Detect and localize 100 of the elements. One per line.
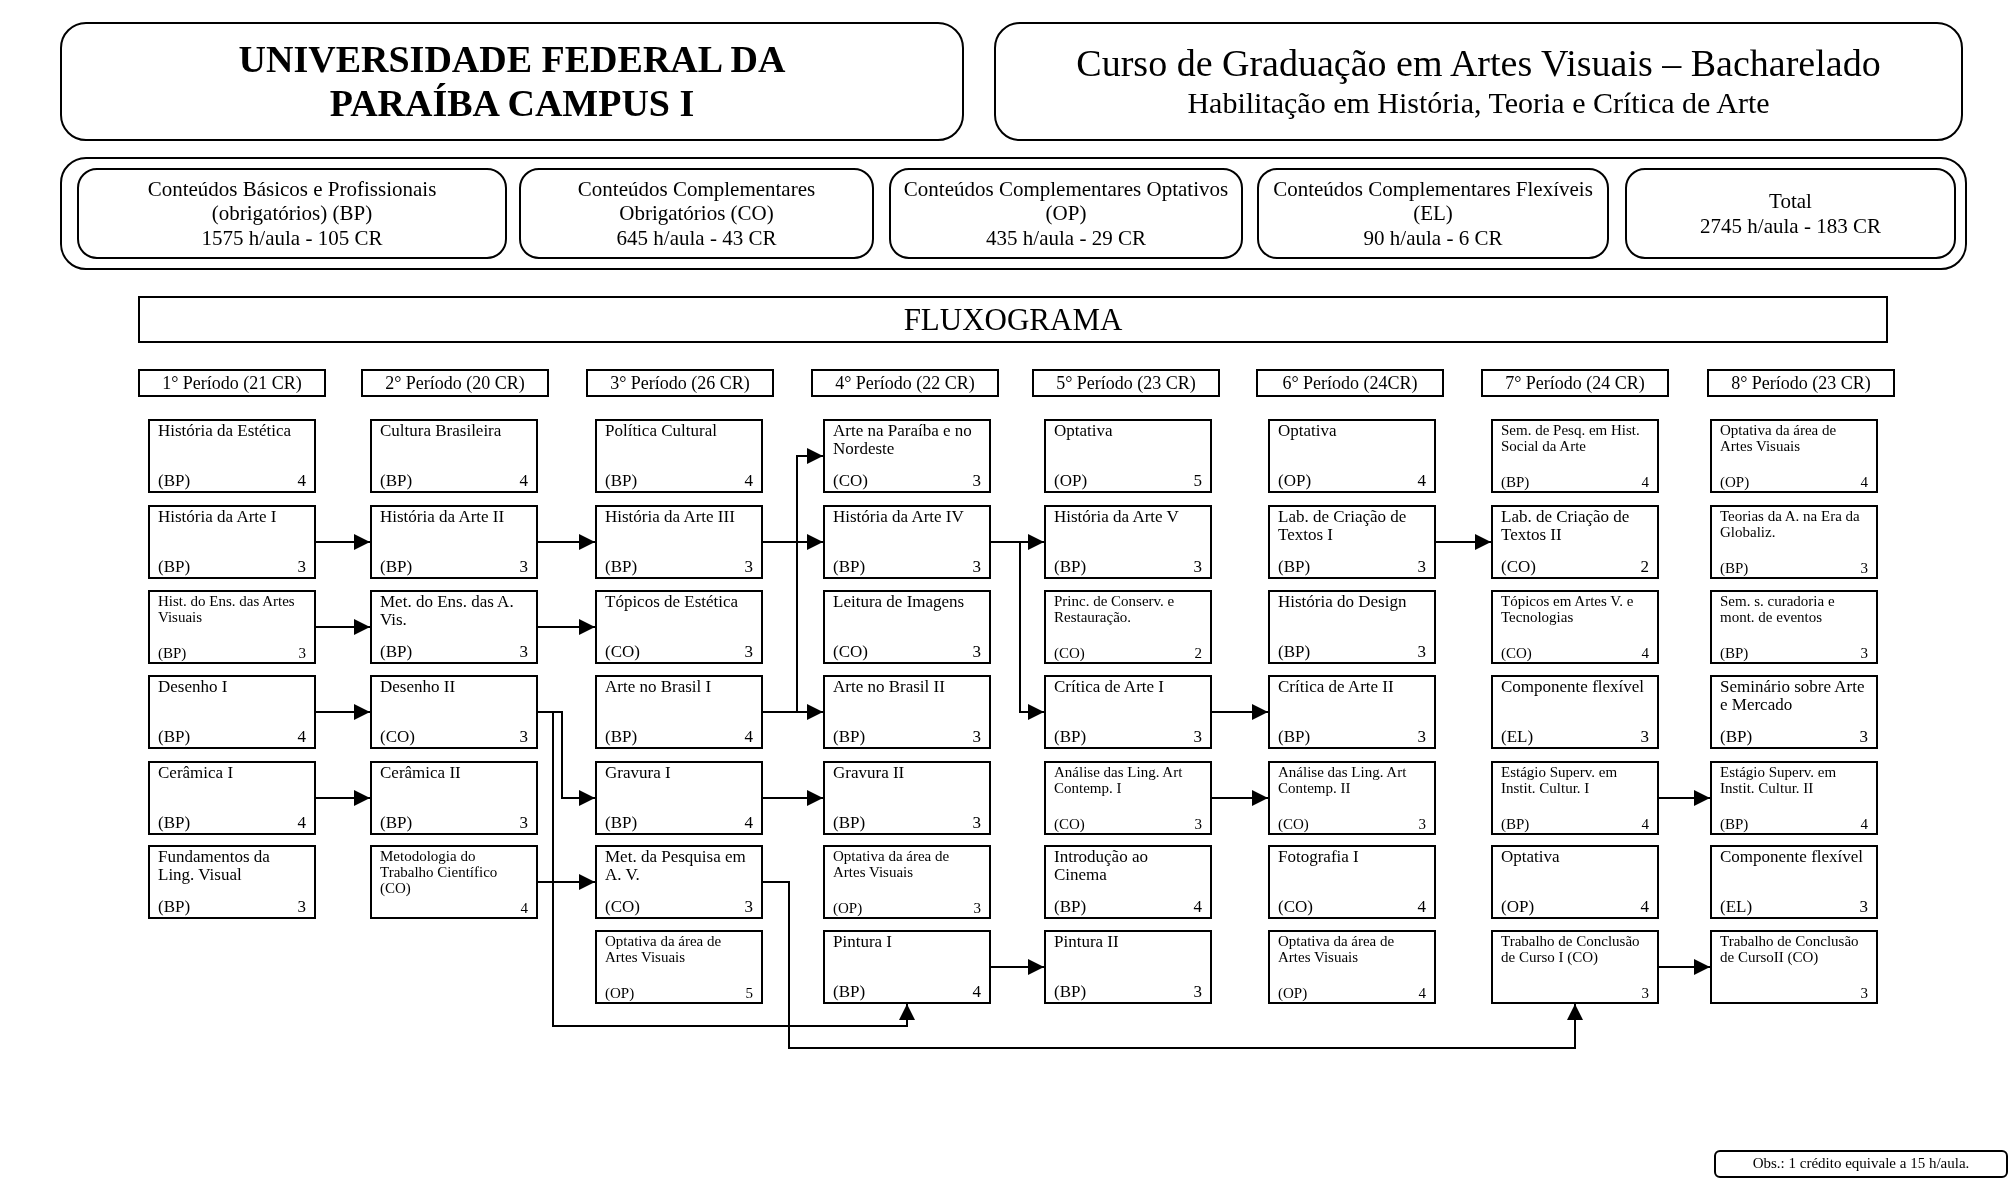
course-name: Lab. de Criação de Textos I <box>1278 508 1408 544</box>
summary-card <box>889 168 1243 259</box>
period-box <box>1032 369 1220 397</box>
course-type: (CO) <box>833 643 868 661</box>
course-type: (BP) <box>1720 728 1753 746</box>
course-type: (BP) <box>1720 645 1749 661</box>
course-name: Pintura I <box>833 933 894 951</box>
course-box <box>370 419 538 493</box>
course-box <box>595 845 763 919</box>
credit-count: 2 <box>1640 558 1649 576</box>
arrow <box>1211 704 1269 720</box>
course-name: Optativa <box>1278 422 1338 440</box>
arrow <box>1435 534 1492 550</box>
header-box <box>60 22 964 141</box>
credit-count: 3 <box>1193 728 1202 746</box>
course-name: História da Arte III <box>605 508 736 526</box>
course-box <box>148 675 316 749</box>
course-box <box>1491 419 1659 493</box>
period-label: 6° Período (24CR) <box>1282 372 1418 394</box>
arrow <box>990 541 1045 720</box>
course-name: Leitura de Imagens <box>833 593 966 611</box>
credit-count: 3 <box>1417 643 1426 661</box>
course-name: Teorias da A. na Era da Globaliz. <box>1720 508 1861 540</box>
course-type: (BP) <box>158 728 191 746</box>
course-name: Metodologia do Trabalho Científico (CO) <box>380 848 499 896</box>
arrow <box>762 704 824 720</box>
course-box <box>823 419 991 493</box>
course-box <box>1710 505 1878 579</box>
workload-total: 90 h/aula - 6 CR <box>1363 225 1503 250</box>
credit-count: 3 <box>519 814 528 832</box>
arrow <box>762 881 1583 1049</box>
credit-count: 4 <box>744 728 753 746</box>
course-name: Princ. de Conserv. e Restauração. <box>1054 593 1176 625</box>
arrow <box>315 534 371 550</box>
course-box <box>370 845 538 919</box>
credit-count: 5 <box>745 985 753 1001</box>
course-name: Política Cultural <box>605 422 718 440</box>
course-box <box>1710 675 1878 749</box>
arrow <box>537 534 596 550</box>
course-type: (BP) <box>1054 898 1087 916</box>
course-type: (BP) <box>158 645 187 661</box>
course-type: (BP) <box>380 472 413 490</box>
credit-count: 3 <box>519 558 528 576</box>
arrow <box>315 790 371 806</box>
course-name: Hist. do Ens. das Artes Visuais <box>158 593 296 625</box>
course-box <box>595 675 763 749</box>
course-type: (BP) <box>158 472 191 490</box>
credit-count: 3 <box>1417 558 1426 576</box>
course-name: Optativa <box>1501 848 1561 866</box>
credit-count: 4 <box>1193 898 1202 916</box>
credit-count: 3 <box>972 643 981 661</box>
course-type: (BP) <box>605 814 638 832</box>
course-type: (BP) <box>158 558 191 576</box>
credit-count: 3 <box>298 645 306 661</box>
course-type: (CO) <box>380 728 415 746</box>
credit-count: 3 <box>1860 985 1868 1001</box>
course-box <box>1710 845 1878 919</box>
course-box <box>823 505 991 579</box>
note-box <box>1714 1150 2008 1178</box>
arrow <box>537 874 596 890</box>
course-name: História da Arte V <box>1054 508 1180 526</box>
course-name: Análise das Ling. Art Contemp. I <box>1054 764 1184 796</box>
credit-count: 4 <box>1418 985 1426 1001</box>
course-box <box>1044 845 1212 919</box>
credit-count: 3 <box>1859 898 1868 916</box>
credit-count: 4 <box>297 728 306 746</box>
period-label: 3° Período (26 CR) <box>610 372 750 394</box>
course-type: (BP) <box>380 643 413 661</box>
course-box <box>1044 419 1212 493</box>
credit-count: 5 <box>1193 472 1202 490</box>
credit-count: 3 <box>519 643 528 661</box>
course-type: (OP) <box>605 985 635 1001</box>
course-type: (BP) <box>833 983 866 1001</box>
credit-count: 3 <box>744 643 753 661</box>
course-type: (BP) <box>1720 560 1749 576</box>
course-name: Cerâmica I <box>158 764 235 782</box>
workload-category: Conteúdos Básicos e Profissionais (obrigatórios) (BP) <box>146 177 438 226</box>
course-type: (BP) <box>1501 474 1530 490</box>
credit-count: 4 <box>1860 816 1868 832</box>
heading-title: UNIVERSIDADE FEDERAL DA PARAÍBA CAMPUS I <box>237 37 787 126</box>
credit-count: 3 <box>297 898 306 916</box>
course-name: Fotografia I <box>1278 848 1360 866</box>
summary-card <box>1625 168 1956 259</box>
course-name: Estágio Superv. em Instit. Cultur. II <box>1720 764 1838 796</box>
course-box <box>1268 675 1436 749</box>
course-name: Seminário sobre Arte e Mercado <box>1720 678 1866 714</box>
course-box <box>823 590 991 664</box>
course-box <box>595 419 763 493</box>
course-box <box>595 590 763 664</box>
credit-count: 3 <box>1194 816 1202 832</box>
summary-card <box>1257 168 1609 259</box>
period-box <box>1481 369 1669 397</box>
course-type: (CO) <box>605 643 640 661</box>
course-type: (OP) <box>1278 985 1308 1001</box>
course-name: Optativa da área de Artes Visuais <box>833 848 951 880</box>
course-box <box>595 930 763 1004</box>
course-box <box>148 419 316 493</box>
course-type: (CO) <box>1278 898 1313 916</box>
course-type: (EL) <box>1720 898 1753 916</box>
course-name: Optativa da área de Artes Visuais <box>1278 933 1396 965</box>
